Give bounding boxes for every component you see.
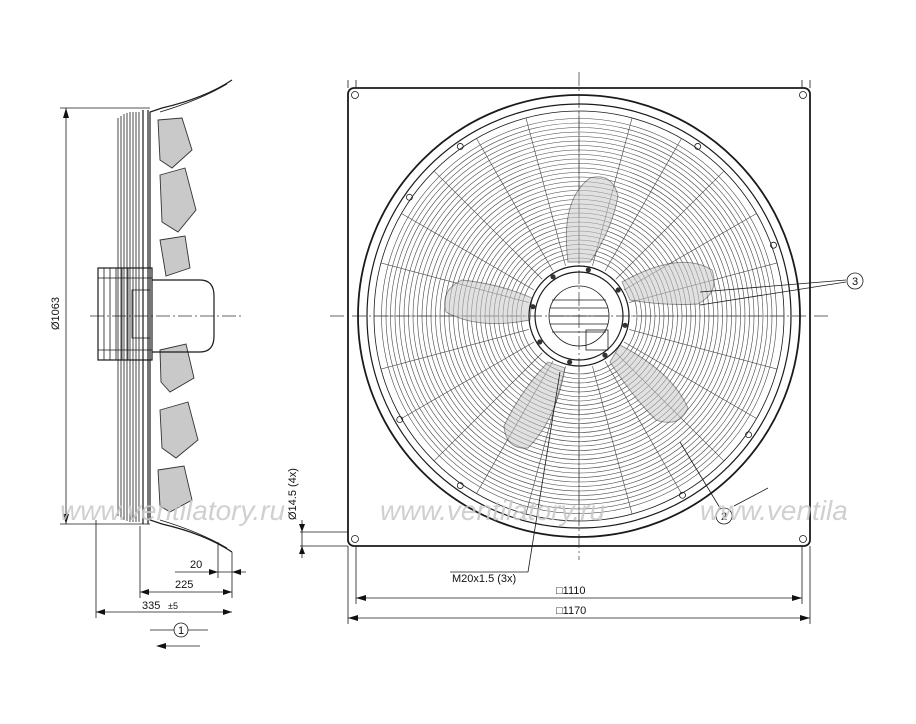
guard-spoke: [604, 138, 682, 272]
side-blades: [157, 117, 199, 513]
hub-bolt: [585, 267, 591, 273]
callout-3-leader-b: [699, 281, 847, 306]
hub-bolt: [602, 352, 608, 358]
guard-spoke: [592, 366, 633, 515]
dim-depth-335: 335: [142, 600, 160, 612]
dim-frame-1170: □1170: [556, 605, 586, 617]
dim-frame-1110: □1110: [556, 585, 585, 597]
guard-spoke: [401, 213, 535, 291]
guard-clip: [745, 431, 752, 439]
front-view: 3 2 M20x1.5 (3x) Ø14.5 (4x) □1: [287, 72, 864, 624]
dim-diameter: Ø1063: [50, 297, 62, 330]
front-blades: [444, 176, 715, 449]
hub-bolts: [530, 267, 628, 365]
motor-ribs: [549, 299, 609, 351]
hub-bolt: [622, 322, 628, 328]
guard-spoke: [615, 170, 725, 280]
hub-bolt: [550, 274, 556, 280]
watermark-3: www.ventila: [700, 495, 848, 526]
guard-clip: [406, 193, 413, 201]
callout-2-mark: [733, 487, 769, 507]
dim-depth-20: 20: [190, 559, 202, 571]
mounting-hole-tl: [351, 91, 359, 99]
blade-2: [621, 261, 715, 305]
front-width-dimensions: [347, 546, 811, 624]
guard-spoke: [623, 341, 757, 419]
guard-spoke: [604, 360, 682, 494]
nozzle-ring-inner: [366, 103, 792, 529]
blade-1: [565, 176, 619, 263]
side-view: Ø1063 20 225 335 ±5 1: [50, 79, 246, 649]
hub-bolt: [530, 304, 536, 310]
blade-5: [444, 279, 533, 324]
guard-spoke: [380, 329, 529, 370]
guard-clip: [694, 143, 702, 150]
hub-outer: [528, 265, 630, 367]
guard-clips: [396, 143, 777, 499]
watermark-1: www.ventilatory.ru: [60, 495, 286, 526]
guard-spoke: [433, 352, 543, 462]
hub-bolt: [615, 287, 621, 293]
mounting-hole-tr: [799, 91, 807, 99]
mounting-hole-br: [799, 535, 807, 543]
blade-3: [609, 344, 689, 423]
callout-2-leader: [679, 441, 721, 509]
guard-clip: [456, 482, 464, 489]
guard-spoke: [629, 329, 778, 370]
mounting-hole-bl: [351, 535, 359, 543]
hub-bolt: [537, 339, 543, 345]
guard-spoke: [525, 117, 566, 266]
guard-spoke: [401, 341, 535, 419]
side-nozzle-inner-top: [159, 83, 228, 113]
callout-2-circle: [715, 507, 733, 525]
dim-depth-225: 225: [175, 579, 193, 591]
watermark-2: www.ventilatory.ru: [380, 495, 606, 526]
side-guard-grille: [117, 110, 149, 524]
hub-bolt: [567, 359, 573, 365]
terminal-box: [585, 329, 609, 351]
guard-spoke: [433, 170, 543, 280]
dim-hole: Ø14.5 (4x): [287, 468, 299, 520]
side-diameter-dimension: [60, 107, 150, 525]
side-depth-dimensions: [95, 520, 246, 618]
guard-clip: [770, 241, 777, 249]
guard-clip: [679, 491, 686, 499]
side-motor: [97, 267, 215, 361]
callout-3-circle: [846, 272, 864, 290]
thread-leader: [527, 371, 561, 573]
dim-thread: M20x1.5 (3x): [452, 573, 516, 585]
side-nozzle-inner-bottom: [159, 519, 228, 549]
blade-4: [503, 361, 566, 449]
hub-inner: [534, 271, 624, 361]
callout-1: 1: [178, 625, 184, 637]
callout-2: 2: [721, 511, 727, 523]
callout-3-leader-a: [699, 279, 847, 293]
nozzle-ring-outer: [357, 94, 801, 538]
callout-3: 3: [852, 276, 858, 288]
watermark: www.ventilatory.ru www.ventilatory.ru ww…: [60, 495, 848, 526]
guard-clip: [456, 143, 464, 150]
guard-spoke: [476, 138, 554, 272]
dim-depth-335-tolerance: ±5: [168, 601, 178, 611]
guard-clip: [396, 416, 404, 423]
